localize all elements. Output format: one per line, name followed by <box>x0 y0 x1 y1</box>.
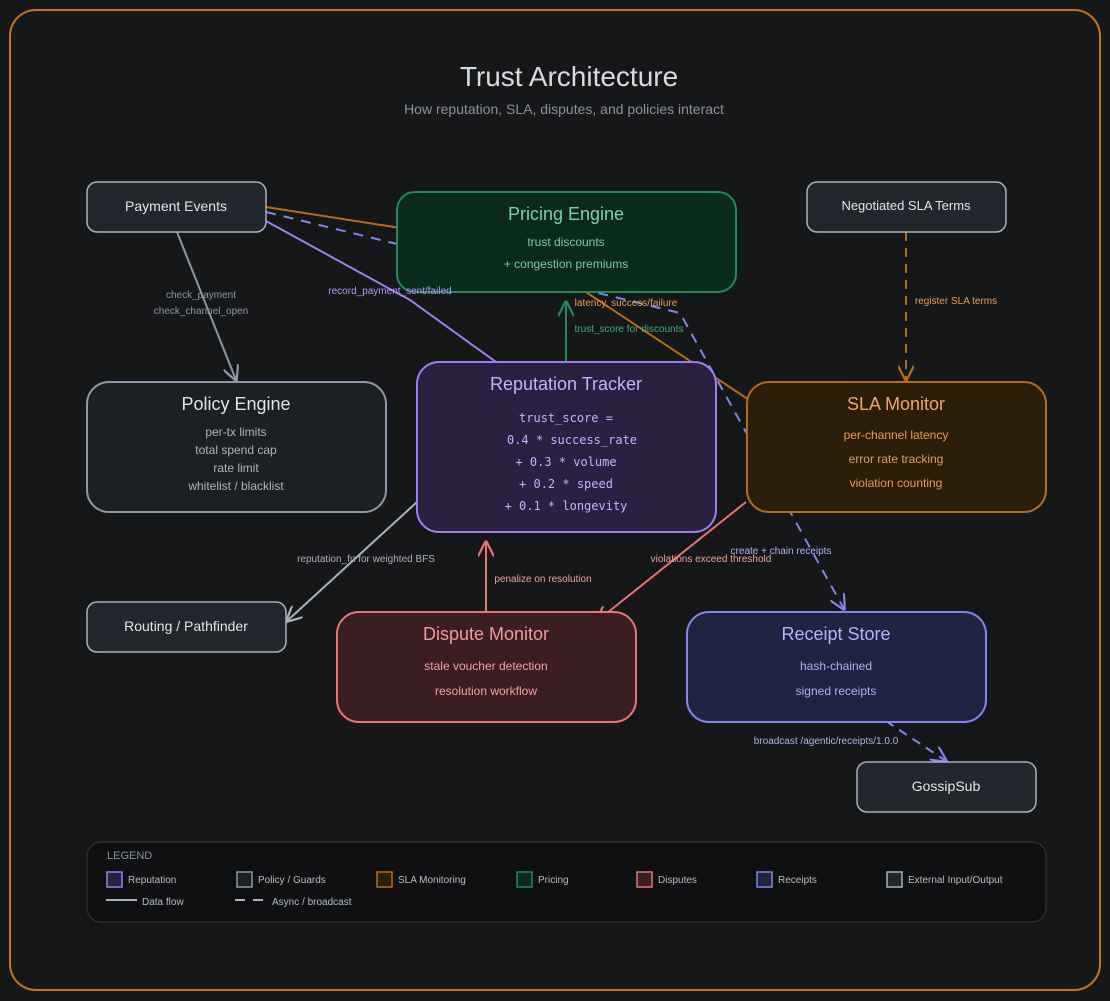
legend-item-policy: Policy / Guards <box>236 871 326 888</box>
edge-label-violations: violations exceed threshold <box>651 554 772 565</box>
node-title: Pricing Engine <box>508 204 624 224</box>
edge-label-reputation-fn: reputation_fn for weighted BFS <box>297 554 435 565</box>
legend-label: Disputes <box>658 875 697 886</box>
node-title: Negotiated SLA Terms <box>841 198 971 213</box>
node-line: trust_score = <box>519 411 613 425</box>
legend-item-reputation: Reputation <box>106 871 176 888</box>
node-line: resolution workflow <box>435 684 537 698</box>
node-line: per-channel latency <box>844 428 949 442</box>
node-line: 0.4 * success_rate <box>507 433 637 447</box>
edge-payment-to-policy <box>176 231 236 380</box>
legend-title: LEGEND <box>107 850 152 862</box>
legend-item-sla: SLA Monitoring <box>376 871 466 888</box>
node-line: rate limit <box>213 461 259 475</box>
edge-label-register-sla: register SLA terms <box>915 296 997 307</box>
node-title: Payment Events <box>125 198 227 214</box>
legend-label: Receipts <box>778 875 817 886</box>
node-line: per-tx limits <box>205 425 266 439</box>
legend-item-pricing: Pricing <box>516 871 569 888</box>
page-subtitle: How reputation, SLA, disputes, and polic… <box>404 101 724 117</box>
node-line: + 0.2 * speed <box>519 477 613 491</box>
node-line: trust discounts <box>527 235 604 249</box>
edge-label-record-payment: record_payment_sent/failed <box>328 286 451 297</box>
edge-label-broadcast: broadcast /agentic/receipts/1.0.0 <box>754 736 899 747</box>
edge-labels: check_payment check_channel_open record_… <box>154 286 997 747</box>
node-policy-engine[interactable]: Policy Engine per-tx limits total spend … <box>86 381 387 513</box>
node-routing-pathfinder[interactable]: Routing / Pathfinder <box>86 601 287 653</box>
node-line: + congestion premiums <box>504 257 628 271</box>
legend-label: Data flow <box>142 897 184 908</box>
legend-label: Pricing <box>538 875 569 886</box>
edge-reputation-to-routing <box>287 501 418 621</box>
legend-label: Async / broadcast <box>272 897 352 908</box>
legend-item-receipts: Receipts <box>756 871 817 888</box>
node-receipt-store[interactable]: Receipt Store hash-chained signed receip… <box>686 611 987 723</box>
node-sla-monitor[interactable]: SLA Monitor per-channel latency error ra… <box>746 381 1047 513</box>
edge-label-latency: latency, success/failure <box>575 298 678 309</box>
node-line: error rate tracking <box>849 452 944 466</box>
node-title: Reputation Tracker <box>490 374 642 394</box>
node-title: Policy Engine <box>181 394 290 414</box>
node-pricing-engine[interactable]: Pricing Engine trust discounts + congest… <box>396 191 737 293</box>
node-line: total spend cap <box>195 443 277 457</box>
node-payment-events[interactable]: Payment Events <box>86 181 267 233</box>
node-title: Receipt Store <box>781 624 890 644</box>
node-gossipsub[interactable]: GossipSub <box>856 761 1037 813</box>
legend-item-data-flow: Data flow <box>106 897 184 908</box>
node-line: stale voucher detection <box>424 659 547 673</box>
edge-label-check-payment: check_payment <box>166 290 236 301</box>
node-line: violation counting <box>850 476 943 490</box>
page-title: Trust Architecture <box>460 61 678 92</box>
legend: LEGEND Reputation Policy / Guards SLA Mo… <box>86 841 1047 923</box>
node-dispute-monitor[interactable]: Dispute Monitor stale voucher detection … <box>336 611 637 723</box>
legend-item-async: Async / broadcast <box>235 897 352 908</box>
legend-label: SLA Monitoring <box>398 875 466 886</box>
legend-item-disputes: Disputes <box>636 871 697 888</box>
node-line: + 0.1 * longevity <box>505 499 628 513</box>
node-title: SLA Monitor <box>847 394 945 414</box>
edge-label-trust-score: trust_score for discounts <box>575 324 684 335</box>
node-line: whitelist / blacklist <box>187 479 284 493</box>
edge-receipts-to-gossipsub <box>885 720 946 761</box>
legend-label: Reputation <box>128 875 176 886</box>
edge-label-penalize: penalize on resolution <box>494 574 591 585</box>
node-title: Routing / Pathfinder <box>124 618 248 634</box>
node-title: Dispute Monitor <box>423 624 549 644</box>
edge-label-create-chain: create + chain receipts <box>731 546 832 557</box>
node-line: + 0.3 * volume <box>515 455 616 469</box>
node-title: GossipSub <box>912 778 981 794</box>
edge-sla-to-dispute <box>597 501 747 621</box>
node-line: hash-chained <box>800 659 872 673</box>
legend-item-external: External Input/Output <box>886 871 1003 888</box>
node-reputation-tracker[interactable]: Reputation Tracker trust_score = 0.4 * s… <box>416 361 717 533</box>
legend-box <box>86 841 1047 923</box>
node-line: signed receipts <box>796 684 877 698</box>
legend-label: External Input/Output <box>908 875 1003 886</box>
edge-label-check-channel-open: check_channel_open <box>154 306 249 317</box>
legend-label: Policy / Guards <box>258 875 326 886</box>
node-negotiated-sla-terms[interactable]: Negotiated SLA Terms <box>806 181 1007 233</box>
